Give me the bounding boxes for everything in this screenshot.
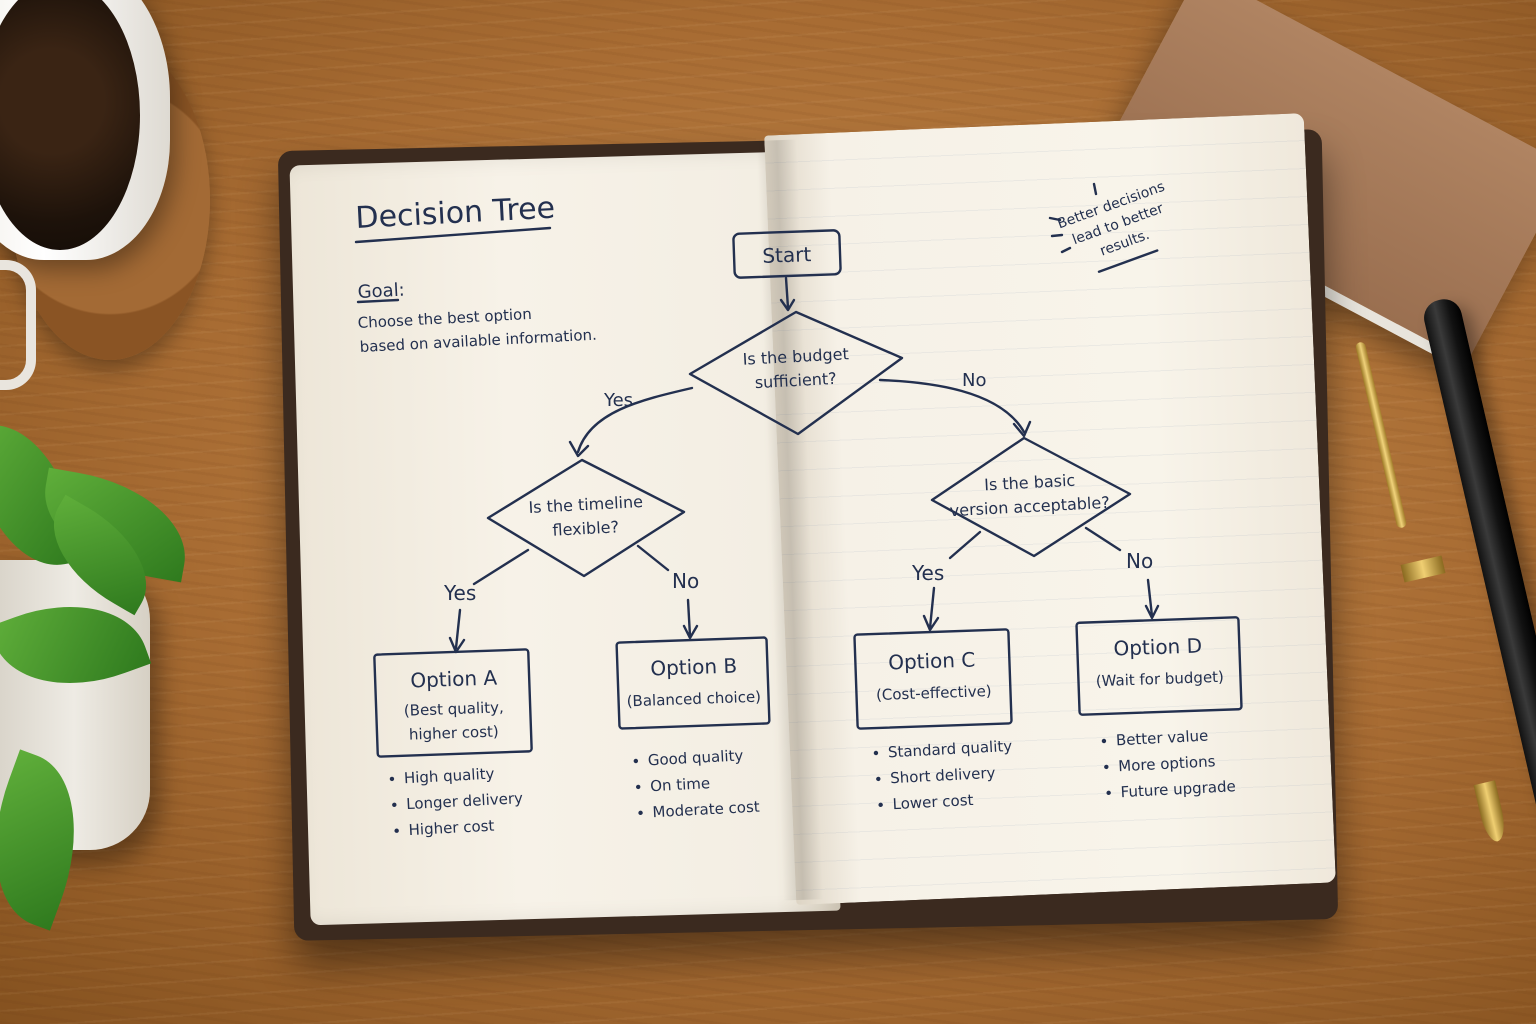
- bullet-dot: [392, 802, 397, 808]
- option-b-sub1: (Balanced choice): [626, 688, 761, 711]
- option-c-box: [853, 628, 1013, 730]
- option-a-bullet-2: Longer delivery: [406, 789, 524, 813]
- bullet-dot: [389, 776, 395, 782]
- decision-timeline-line2: flexible?: [552, 517, 619, 539]
- option-b-title: Option B: [650, 653, 738, 680]
- bullet-dot: [876, 776, 881, 782]
- goal-text-line2: based on available information.: [359, 326, 597, 356]
- option-b-bullet-3: Moderate cost: [652, 798, 760, 822]
- option-d-bullet-1: Better value: [1115, 727, 1208, 750]
- branch-basic-yes: Yes: [911, 561, 944, 585]
- option-c-title: Option C: [888, 647, 976, 674]
- side-note-underline: [1097, 249, 1159, 273]
- option-d-bullet-3: Future upgrade: [1120, 777, 1236, 801]
- option-c-bullets: Standard quality Short delivery Lower co…: [873, 737, 1013, 813]
- arrow-timeline-no: [636, 544, 699, 640]
- arrow-start-to-budget: [779, 276, 796, 312]
- decision-budget-line2: sufficient?: [754, 369, 837, 392]
- title-underline: [354, 226, 552, 244]
- branch-budget-no: No: [962, 370, 986, 391]
- option-c-bullet-2: Short delivery: [890, 764, 996, 787]
- option-a-bullet-1: High quality: [403, 765, 494, 788]
- branch-basic-no: No: [1126, 549, 1153, 573]
- option-a-bullet-3: Higher cost: [408, 817, 495, 839]
- bullet-dot: [633, 758, 639, 764]
- start-node: [732, 229, 842, 279]
- option-a-title: Option A: [410, 665, 498, 692]
- option-d-bullets: Better value More options Future upgrade: [1101, 727, 1236, 801]
- option-d-box: [1075, 616, 1243, 716]
- side-note-sparkles: [1048, 182, 1098, 254]
- branch-budget-yes: Yes: [603, 390, 633, 411]
- goal-text-line1: Choose the best option: [357, 305, 532, 332]
- branch-timeline-yes: Yes: [443, 581, 476, 605]
- decision-budget: [688, 310, 904, 436]
- arrow-budget-no: [878, 378, 1032, 438]
- bullet-dot: [873, 750, 879, 756]
- option-c-bullet-3: Lower cost: [892, 791, 974, 813]
- coffee: [0, 0, 140, 250]
- side-note: Better decisions lead to better results.: [1055, 179, 1167, 273]
- arrow-basic-yes: [922, 530, 982, 632]
- decision-basic-line2: version acceptable?: [949, 493, 1110, 520]
- arrow-budget-yes: [568, 386, 694, 458]
- decision-basic: [930, 436, 1132, 558]
- option-a-sub1: (Best quality,: [404, 698, 504, 719]
- option-d-sub1: (Wait for budget): [1095, 668, 1224, 690]
- start-label: Start: [762, 242, 812, 268]
- option-b-bullet-1: Good quality: [647, 746, 744, 769]
- option-b-bullet-2: On time: [650, 774, 711, 795]
- option-d-bullet-2: More options: [1118, 752, 1216, 775]
- bullet-dot: [1104, 764, 1109, 770]
- option-c-sub1: (Cost-effective): [876, 682, 992, 704]
- goal-label: Goal:: [357, 280, 405, 303]
- bullet-dot: [1101, 738, 1107, 744]
- bullet-dot: [1106, 790, 1111, 796]
- branch-timeline-no: No: [672, 569, 699, 593]
- option-b-box: [615, 636, 771, 730]
- goal-underline: [356, 298, 400, 304]
- bullet-dot: [638, 810, 643, 816]
- mug-handle: [0, 260, 36, 390]
- option-b-bullets: Good quality On time Moderate cost: [633, 746, 760, 822]
- option-a-sub2: higher cost): [409, 722, 499, 743]
- decision-timeline-line1: Is the timeline: [528, 492, 643, 517]
- bullet-dot: [636, 784, 641, 790]
- bullet-dot: [394, 828, 399, 833]
- bullet-dot: [878, 802, 883, 808]
- option-a-bullets: High quality Longer delivery Higher cost: [389, 765, 524, 839]
- option-a-box: [373, 648, 533, 758]
- option-d-title: Option D: [1113, 633, 1202, 660]
- decision-budget-line1: Is the budget: [742, 344, 849, 369]
- decision-timeline: [486, 458, 686, 578]
- decision-basic-line1: Is the basic: [984, 471, 1076, 495]
- arrow-basic-no: [1084, 526, 1160, 620]
- option-c-bullet-1: Standard quality: [887, 737, 1012, 761]
